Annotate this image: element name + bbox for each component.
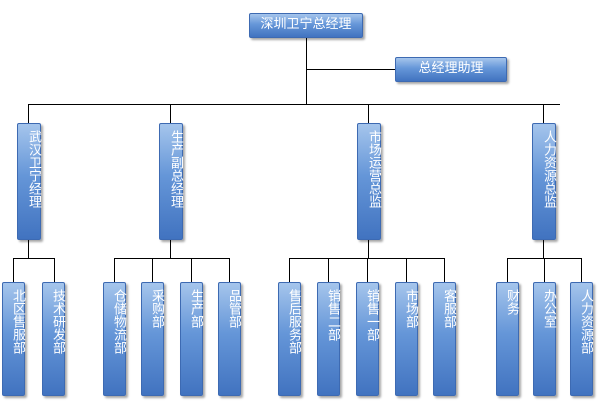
node-dept[interactable]: 品管部: [218, 282, 241, 396]
node-director-marketing[interactable]: 市场运营总监: [357, 123, 381, 240]
node-director-production[interactable]: 生产副总经理: [159, 123, 183, 240]
node-assistant[interactable]: 总经理助理: [395, 57, 507, 82]
node-dept[interactable]: 财务: [496, 282, 519, 396]
node-label: 深圳卫宁总经理: [260, 17, 352, 33]
node-label: 总经理助理: [418, 61, 484, 77]
node-label: 市场运营总监: [366, 130, 381, 208]
node-dept[interactable]: 北区售服部: [2, 282, 25, 396]
node-dept[interactable]: 销售二部: [317, 282, 340, 396]
node-label: 销售一部: [364, 289, 379, 341]
node-dept[interactable]: 技术研发部: [42, 282, 65, 396]
node-label: 武汉卫宁经理: [26, 130, 41, 208]
node-dept[interactable]: 售后服务部: [278, 282, 301, 396]
node-dept[interactable]: 采购部: [141, 282, 164, 396]
node-label: 采购部: [149, 289, 164, 328]
node-label: 技术研发部: [50, 289, 65, 354]
node-general-manager[interactable]: 深圳卫宁总经理: [249, 13, 363, 38]
node-label: 售后服务部: [286, 289, 301, 354]
node-dept[interactable]: 市场部: [395, 282, 418, 396]
node-dept[interactable]: 人力资源部: [570, 282, 593, 396]
node-dept[interactable]: 生产部: [180, 282, 203, 396]
node-label: 生产部: [188, 289, 203, 328]
node-label: 生产副总经理: [168, 130, 183, 208]
node-label: 仓储物流部: [111, 289, 126, 354]
node-dept[interactable]: 客服部: [433, 282, 456, 396]
node-label: 财务: [504, 289, 519, 315]
node-dept[interactable]: 仓储物流部: [103, 282, 126, 396]
node-director-wuhan[interactable]: 武汉卫宁经理: [17, 123, 41, 240]
node-dept[interactable]: 办公室: [533, 282, 556, 396]
node-label: 销售二部: [325, 289, 340, 341]
node-dept[interactable]: 销售一部: [356, 282, 379, 396]
node-label: 客服部: [441, 289, 456, 328]
node-label: 办公室: [541, 289, 556, 328]
node-label: 品管部: [226, 289, 241, 328]
node-label: 北区售服部: [10, 289, 25, 354]
node-label: 市场部: [403, 289, 418, 328]
node-label: 人力资源总监: [541, 130, 556, 208]
node-director-hr[interactable]: 人力资源总监: [532, 123, 556, 240]
node-label: 人力资源部: [578, 289, 593, 354]
